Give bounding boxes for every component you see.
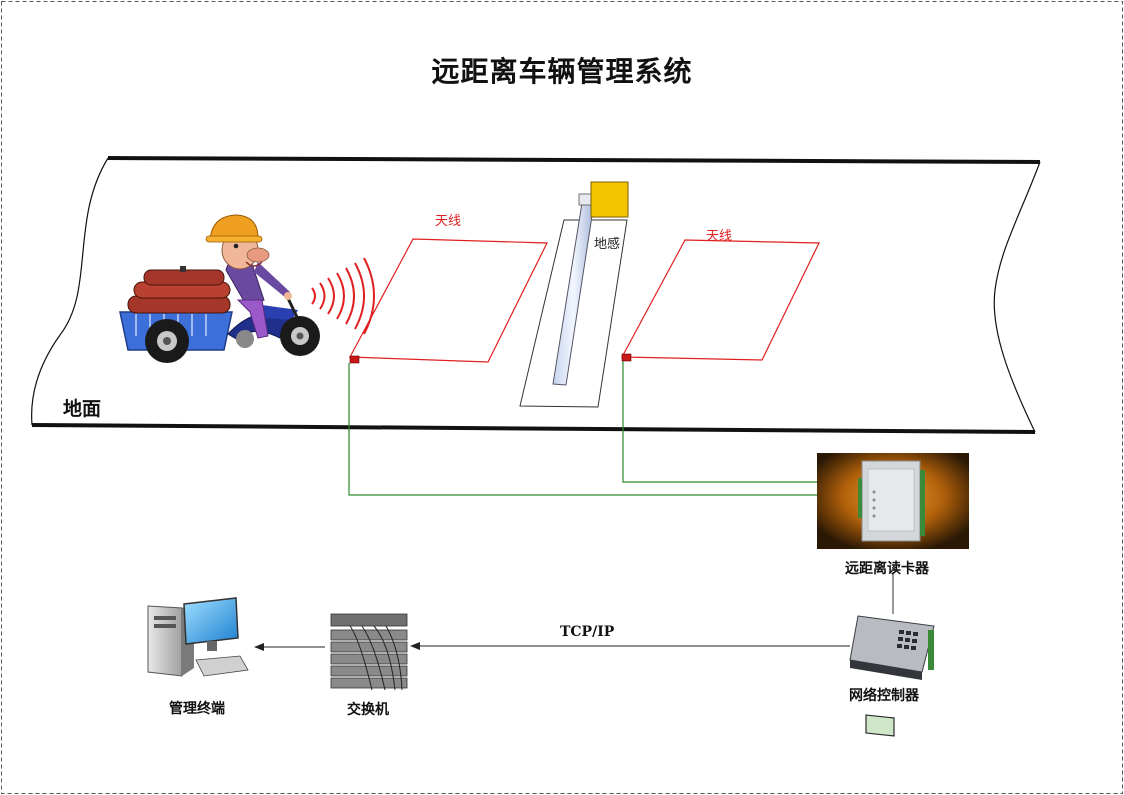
road-bottom-edge (31, 423, 1036, 434)
controller-label: 网络控制器 (849, 688, 919, 704)
antenna-loop-right (621, 239, 820, 361)
signal-waves (311, 257, 375, 335)
long-range-reader (817, 453, 969, 549)
terminal-label: 管理终端 (169, 701, 225, 717)
switch-label: 交换机 (347, 702, 389, 718)
antenna-connector-right (621, 353, 632, 362)
ground-sensor-area (519, 219, 628, 408)
ground-label: 地面 (63, 398, 102, 420)
road-left-curve (31, 157, 109, 426)
ground-sensor-rod (552, 202, 595, 386)
reader-label: 远距离读卡器 (845, 561, 929, 577)
arrow-head-switch (410, 642, 420, 650)
antenna-label-right: 天线 (706, 229, 733, 244)
antenna-loop-left (349, 238, 548, 363)
tricycle-vehicle (119, 214, 320, 363)
management-terminal (147, 597, 249, 677)
network-controller (849, 615, 935, 737)
road-right-curve (993, 161, 1041, 433)
arrow-head-terminal (254, 643, 264, 651)
protocol-label: TCP/IP (560, 624, 615, 640)
ground-sensor (519, 181, 629, 408)
network-switch (330, 613, 408, 691)
wire-right-antenna (622, 361, 817, 483)
antenna-connector-left (349, 355, 360, 364)
wire-left-antenna (348, 363, 817, 496)
antenna-label-left: 天线 (435, 214, 462, 229)
ground-sensor-label: 地感 (594, 237, 621, 252)
road (31, 156, 1041, 434)
road-top-edge (107, 156, 1041, 164)
diagram-title: 远距离车辆管理系统 (431, 55, 693, 88)
ground-sensor-box (590, 181, 629, 218)
